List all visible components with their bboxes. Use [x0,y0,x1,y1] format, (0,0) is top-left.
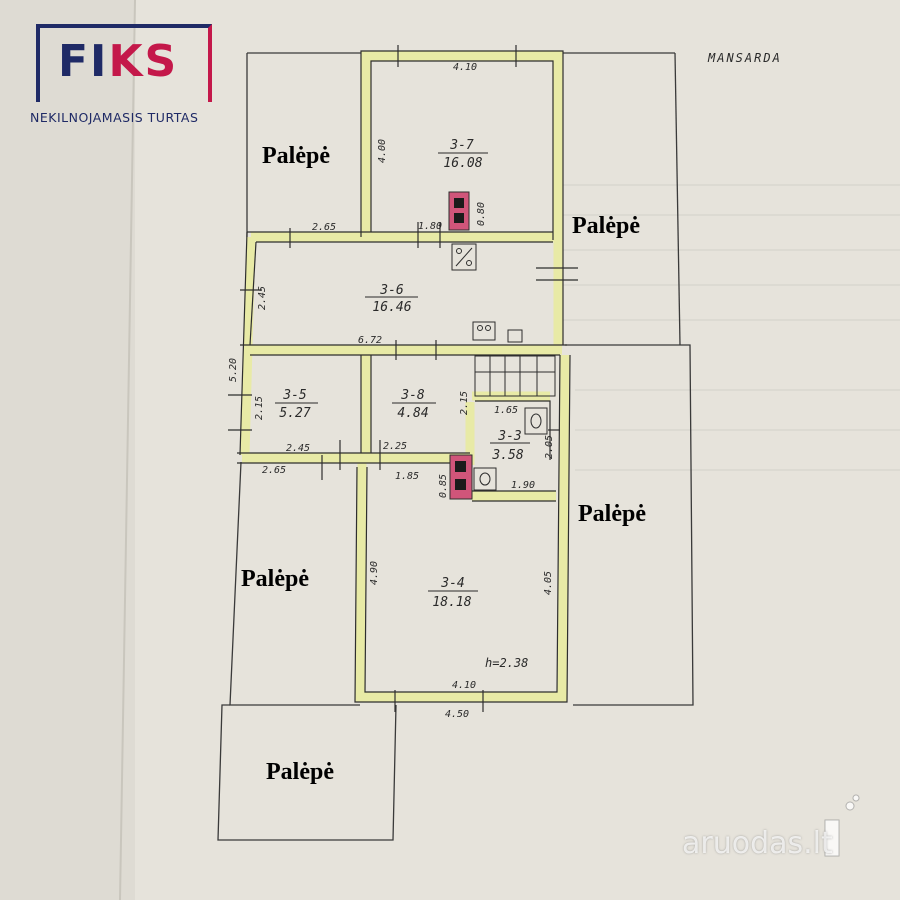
watermark-text: aruodas.lt [682,826,833,861]
fiks-logo: FIKS NEKILNOJAMASIS TURTAS [28,22,228,132]
staircase [474,355,556,397]
logo-frame [36,24,212,102]
ceiling-height-label: h=2.38 [485,656,528,670]
dimension-labels: 4.10 4.00 0.80 1.80 2.65 2.45 6.72 5.20 … [228,62,555,720]
logo-text-accent: KS [108,36,179,87]
attic-label: Palėpė [266,759,334,785]
logo-tagline: NEKILNOJAMASIS TURTAS [30,110,199,125]
attic-label: Palėpė [262,143,330,169]
attic-label: Palėpė [578,501,646,527]
chimney-top [448,191,470,231]
watermark-house-icon [824,794,860,857]
fixtures [451,243,548,491]
dimension-label: 5.20 [228,358,239,382]
dimension-label: 4.10 [453,62,477,73]
dimension-label: 2.65 [262,465,286,476]
dimension-label: 4.05 [543,571,554,595]
attic-label: Palėpė [241,566,309,592]
dimension-label: 0.85 [438,474,449,498]
dimension-label: 4.90 [369,561,380,585]
floor-label: MANSARDA [707,51,782,65]
dimension-label: 1.90 [511,480,535,491]
dimension-label: 4.50 [445,709,469,720]
walls-outline [237,50,571,703]
logo-wordmark: FIKS [58,36,178,87]
logo-text-main: FI [58,36,109,87]
dimension-label: 1.80 [418,221,442,232]
dimension-label: 2.25 [383,441,407,452]
room-id: 3-5 [282,388,307,403]
walls-fill [240,51,570,702]
room-id: 3-4 [440,576,464,591]
dimension-label: 1.85 [395,471,419,482]
attic-label: Palėpė [572,213,640,239]
room-id: 3-6 [379,283,404,298]
dimension-label: 4.10 [452,680,476,691]
room-id: 3-3 [497,429,521,444]
room-area: 18.18 [432,595,471,610]
dimension-label: 4.00 [377,139,388,163]
room-area: 5.27 [279,406,310,421]
dimension-label: 2.05 [544,435,555,459]
dimension-label: 2.15 [459,391,470,415]
room-area: 16.46 [372,300,411,315]
paper-left-page [0,0,135,900]
room-id: 3-8 [400,388,425,403]
room-area: 4.84 [397,406,428,421]
dimension-label: 2.65 [312,222,336,233]
dimension-label: 2.45 [257,286,268,310]
room-labels: 3-7 16.08 3-6 16.46 3-5 5.27 3-8 4.84 3-… [275,138,530,610]
dimension-label: 0.80 [476,202,487,226]
page-fold [119,0,136,900]
room-area: 3.58 [491,448,523,463]
openings-ticks [228,45,578,712]
chimney-bottom [449,454,473,500]
faint-ruled-lines [560,184,900,471]
dimension-label: 2.45 [286,443,310,454]
dimension-label: 2.15 [254,396,265,420]
room-id: 3-7 [449,138,474,153]
dimension-label: 1.65 [494,405,518,416]
dimension-label: 6.72 [358,335,382,346]
room-area: 16.08 [443,156,482,171]
